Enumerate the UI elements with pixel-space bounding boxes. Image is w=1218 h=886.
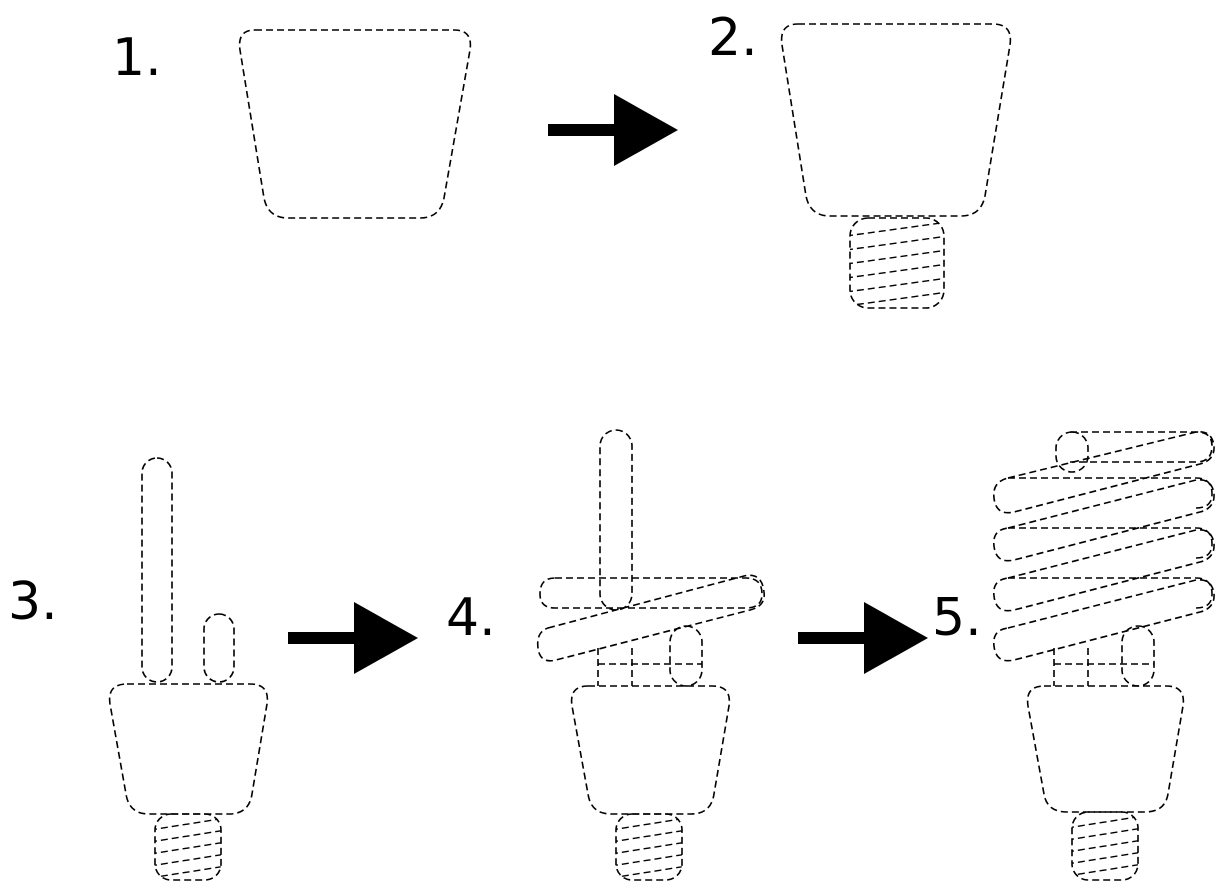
screw-thread-hatch	[155, 817, 221, 879]
step-5-label: 5.	[932, 588, 982, 648]
right-arrow-icon	[798, 602, 928, 674]
right-arrow-icon	[548, 94, 678, 166]
screw-thread-hatch	[850, 221, 944, 307]
step-4-bulb-shape	[536, 429, 766, 881]
step-3-label: 3.	[8, 572, 58, 632]
step-5-bulb-shape	[992, 430, 1215, 881]
step-2-bulb-shape	[780, 23, 1012, 309]
step-1-body-shape	[238, 29, 472, 219]
screw-thread-hatch	[616, 817, 682, 879]
right-arrow-icon	[288, 602, 418, 674]
step-3-bulb-shape	[108, 457, 269, 881]
step-4-label: 4.	[446, 588, 496, 648]
step-1-label: 1.	[112, 28, 162, 88]
step-2-label: 2.	[708, 8, 758, 68]
screw-thread-hatch	[1072, 815, 1138, 877]
